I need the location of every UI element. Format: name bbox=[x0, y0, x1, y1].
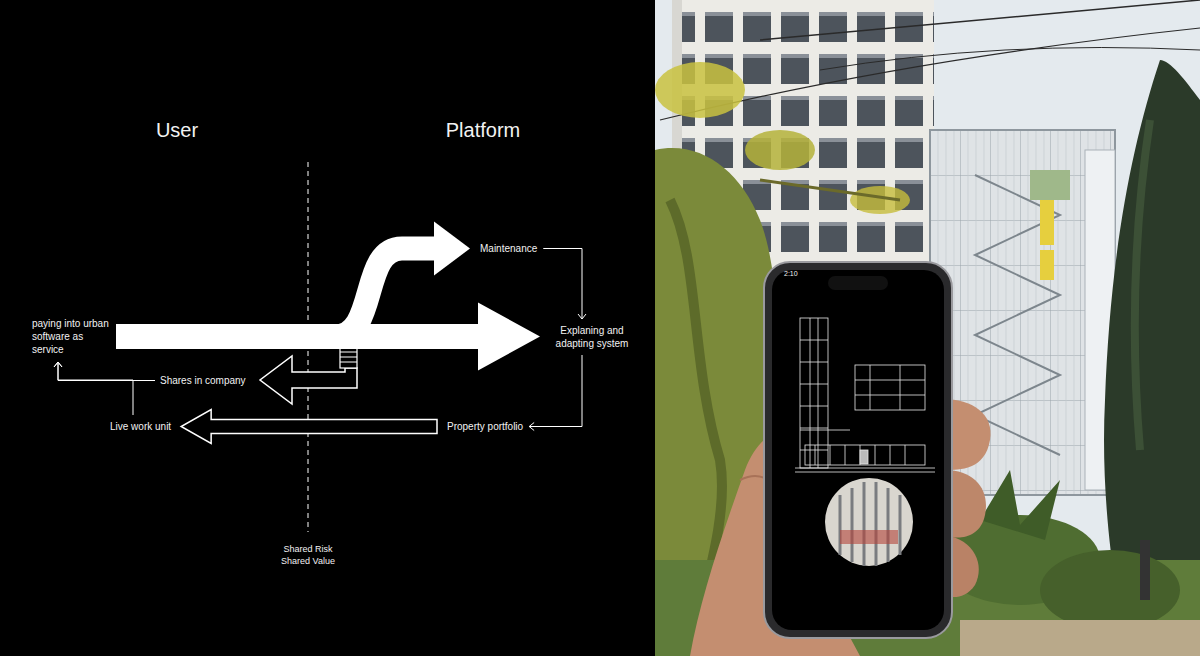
flow-node: Explaning and adapting system bbox=[546, 322, 638, 352]
column-heading: User bbox=[137, 118, 217, 142]
phone-clock: 2:10 bbox=[784, 269, 808, 278]
node-text: paying into urban software as service bbox=[32, 317, 112, 356]
flow-connector bbox=[543, 249, 586, 320]
flow-connector bbox=[54, 362, 155, 381]
flow-node: paying into urban software as service bbox=[30, 315, 114, 358]
node-text: Explaning and adapting system bbox=[548, 324, 636, 350]
flow-connector bbox=[116, 222, 470, 337]
flow-node: Shares in company bbox=[158, 372, 248, 389]
flow-node: Property portfolio bbox=[445, 418, 525, 435]
node-text: Live work unit bbox=[110, 420, 171, 433]
striped-box bbox=[340, 346, 357, 368]
flow-connector bbox=[181, 410, 437, 444]
flow-connector bbox=[54, 362, 133, 415]
flow-connector bbox=[529, 355, 582, 431]
column-heading: Platform bbox=[423, 118, 543, 142]
node-text: Maintenance bbox=[480, 242, 537, 255]
node-text: Property portfolio bbox=[447, 420, 523, 433]
flow-node: Maintenance bbox=[478, 240, 539, 257]
axis-note: Shared Risk Shared Value bbox=[276, 543, 340, 567]
node-text: Shares in company bbox=[160, 374, 246, 387]
flow-node: Live work unit bbox=[108, 418, 173, 435]
